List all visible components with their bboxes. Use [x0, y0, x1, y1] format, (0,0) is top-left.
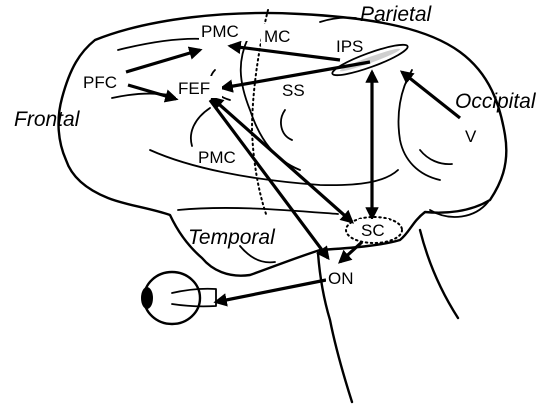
arrow-ips-to-pmc: [230, 46, 340, 60]
arrow-pfc-to-fef: [128, 85, 176, 99]
label-mc: MC: [264, 27, 290, 46]
area-labels: PMC MC IPS PFC FEF SS PMC V SC ON: [81, 19, 482, 288]
pupil: [141, 287, 153, 309]
arrow-sc-to-on: [340, 242, 362, 262]
label-pmc-upper: PMC: [201, 22, 239, 41]
arrow-pfc-to-pmc: [126, 50, 200, 72]
label-sc: SC: [361, 221, 385, 240]
arrow-v-to-ips: [402, 72, 460, 118]
sulcus-occipital-lower: [420, 150, 452, 164]
sulcus-sylvian: [150, 150, 398, 185]
label-fef: FEF: [178, 79, 210, 98]
sulcus-arcuate-lower: [191, 108, 210, 146]
label-ips: IPS: [336, 37, 363, 56]
label-on: ON: [328, 269, 354, 288]
eye: [141, 272, 216, 324]
sulcus-parietal-top: [320, 18, 356, 22]
label-ss: SS: [282, 81, 305, 100]
brain-outline: [59, 13, 507, 402]
label-occipital: Occipital: [455, 90, 537, 113]
brainstem-back: [420, 230, 458, 318]
optic-nerve-stub: [172, 289, 216, 307]
label-v: V: [465, 127, 477, 146]
label-pmc-lower: PMC: [198, 148, 236, 167]
label-temporal: Temporal: [188, 226, 276, 249]
label-frontal: Frontal: [14, 108, 81, 131]
sulcus-postcentral: [281, 110, 292, 140]
arrow-on-to-eye: [216, 280, 326, 302]
label-parietal: Parietal: [360, 3, 433, 26]
sulcus-superior-temporal: [178, 208, 338, 214]
label-pfc: PFC: [83, 73, 117, 92]
